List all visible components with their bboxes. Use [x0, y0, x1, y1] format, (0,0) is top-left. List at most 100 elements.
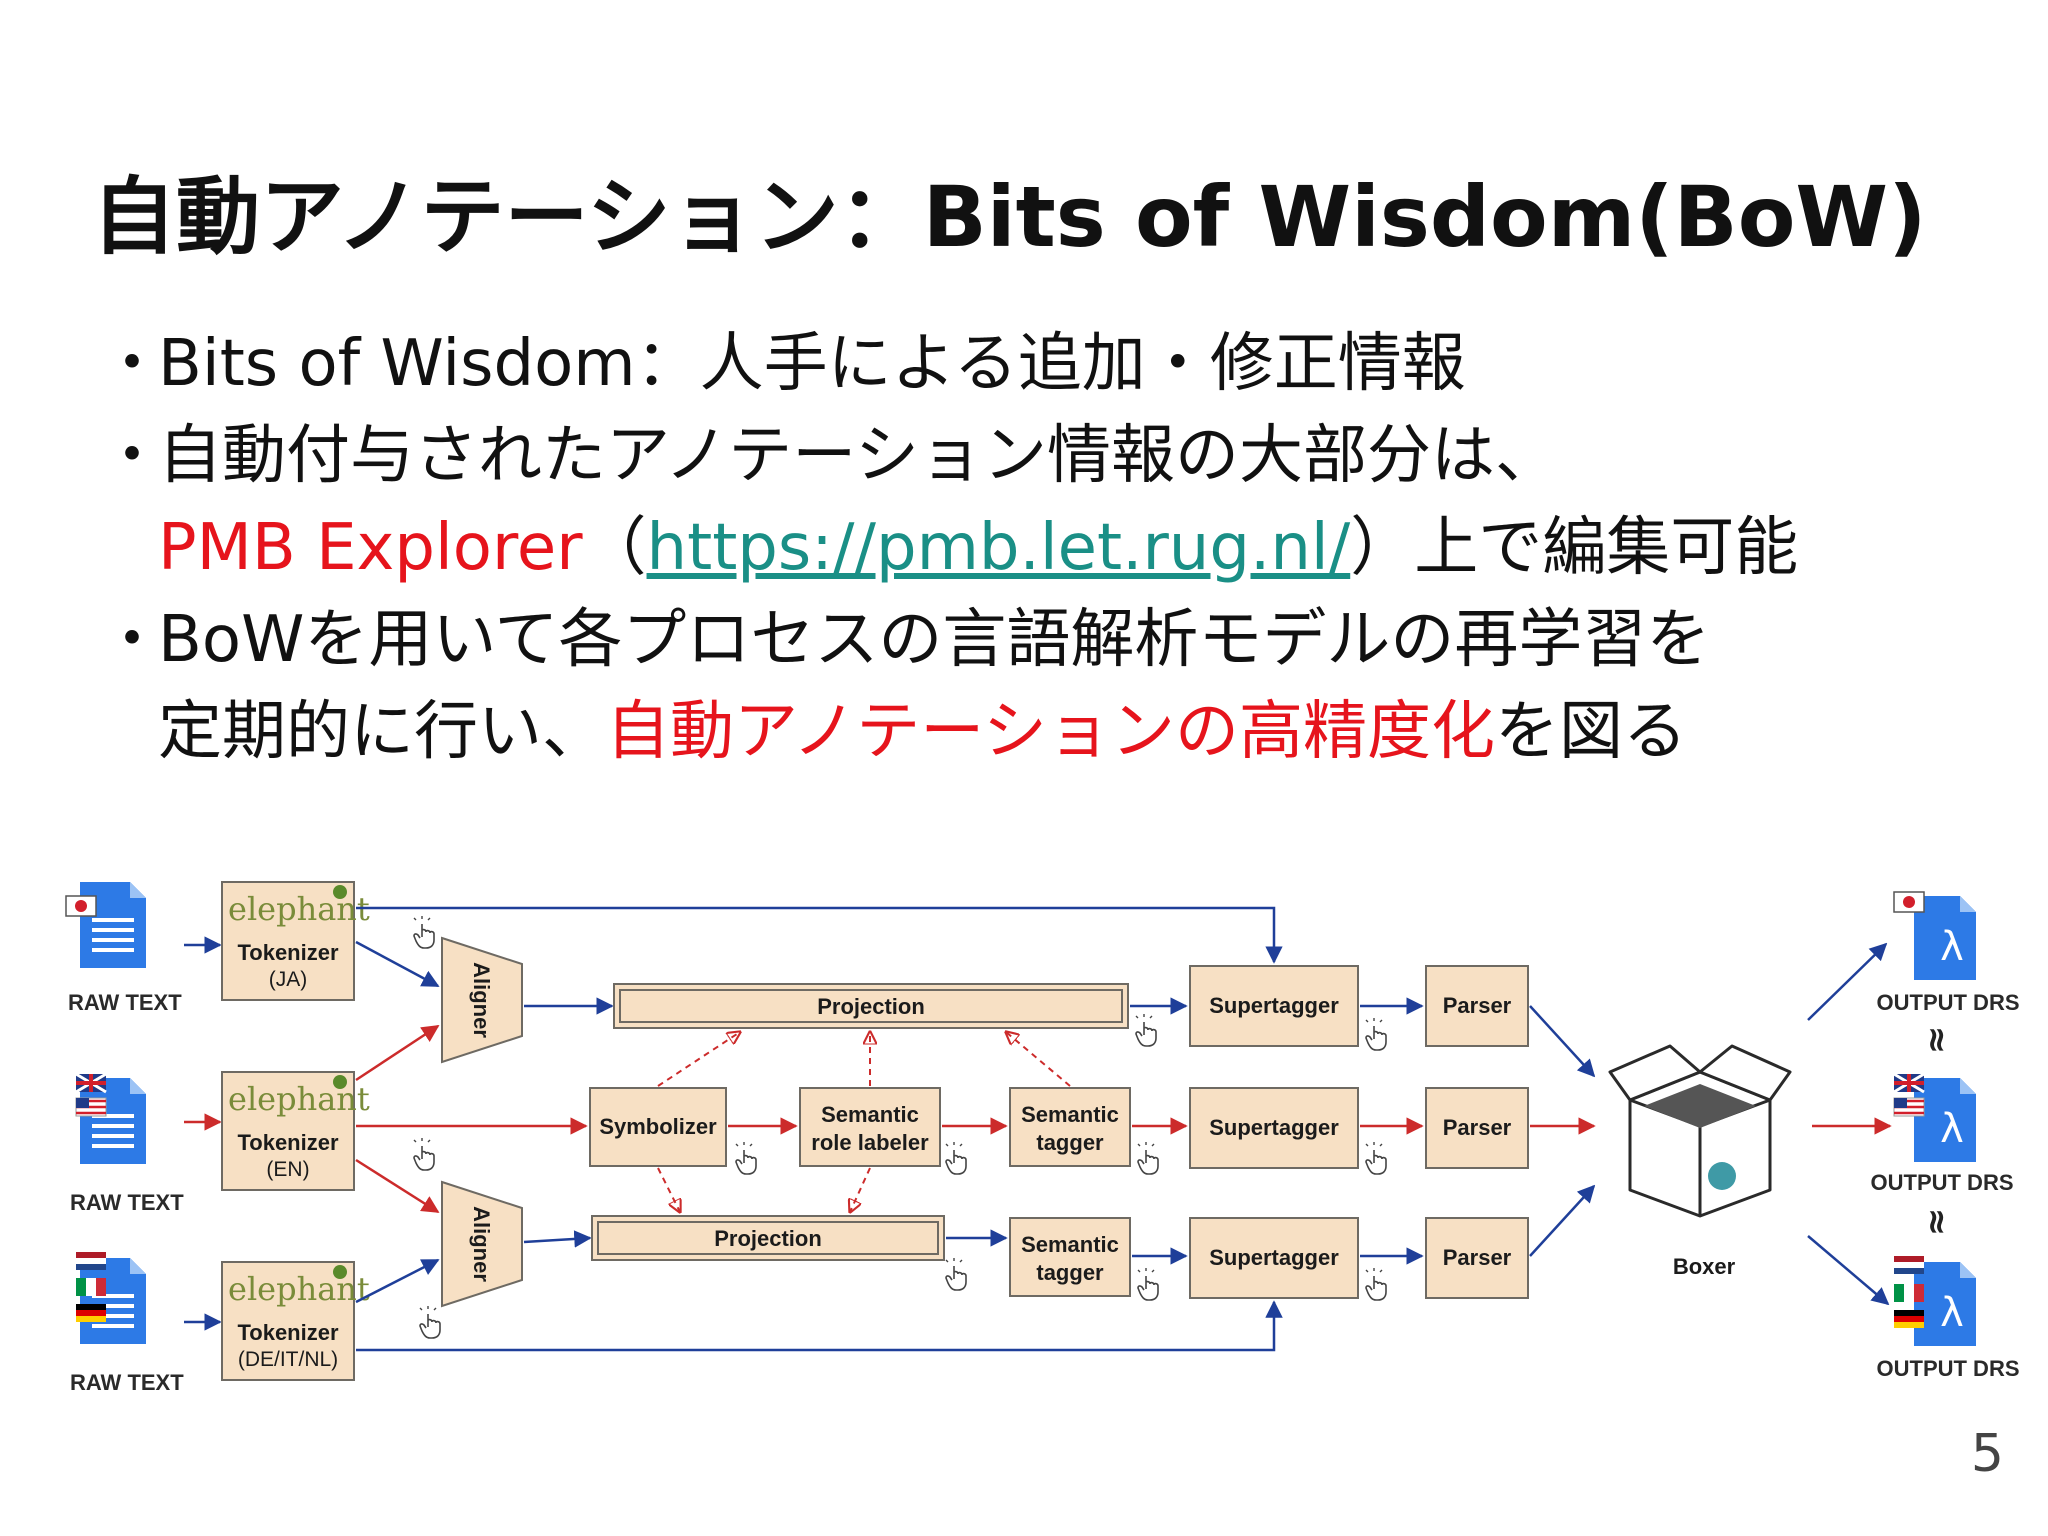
tokenizer-en: elephant Tokenizer (EN) [221, 1071, 370, 1191]
aligner-arrows [355, 940, 614, 1304]
parser-label: Parser [1443, 1115, 1512, 1140]
hand-pointer-icon [945, 1141, 967, 1175]
bullet-text: BoWを用いて各プロセスの言語解析モデルの再学習を [158, 603, 1711, 677]
projection-top: Projection [613, 983, 1129, 1029]
parser-label: Parser [1443, 1245, 1512, 1270]
semtag-label-1: Semantic [1021, 1232, 1119, 1257]
srl-label-1: Semantic [821, 1102, 919, 1127]
projection-label: Projection [714, 1226, 822, 1251]
output-drs-ja: λ OUTPUT DRS [1877, 891, 2020, 1015]
tokenizer-label: Tokenizer [237, 940, 339, 965]
semtag-label-1: Semantic [1021, 1102, 1119, 1127]
supertagger-label: Supertagger [1209, 1115, 1339, 1140]
bullet-text-post: を図る [1494, 695, 1687, 769]
semtag-label-2: tagger [1036, 1130, 1104, 1155]
projection-label: Projection [817, 994, 925, 1019]
hand-pointer-icon [1365, 1267, 1387, 1301]
document-icon [80, 882, 146, 968]
bullet-item-1: ・ Bits of Wisdom：人手による追加・修正情報 [100, 318, 1798, 410]
aligner-label: Aligner [469, 1206, 494, 1282]
symbolizer-node: Symbolizer [589, 1087, 727, 1167]
output-drs-multi: λ OUTPUT DRS [1877, 1256, 2020, 1381]
output-drs-label: OUTPUT DRS [1877, 1356, 2020, 1381]
semantic-tagger-mid-node: Semantic tagger [1009, 1087, 1131, 1167]
raw-text-doc-en: RAW TEXT [70, 1072, 184, 1215]
hand-pointer-icon [1137, 1141, 1159, 1175]
lambda-symbol: λ [1940, 924, 1964, 970]
page-number: 5 [1970, 1424, 2004, 1484]
hand-pointer-icon [1365, 1141, 1387, 1175]
highlight-text: 自動アノテーションの高精度化 [606, 695, 1495, 769]
boxer-label: Boxer [1673, 1254, 1736, 1279]
paren-open: （ [582, 511, 647, 585]
supertagger-mid: Supertagger [1189, 1087, 1359, 1169]
slide-title: 自動アノテーション：Bits of Wisdom(BoW) [92, 168, 1927, 266]
tokenizer-label: Tokenizer [237, 1320, 339, 1345]
bullet-marker: ・ [100, 603, 164, 677]
tokenizer-ja: elephant Tokenizer (JA) [221, 881, 370, 1001]
supertagger-bottom: Supertagger [1189, 1217, 1359, 1299]
open-box-icon [1608, 1044, 1792, 1218]
bullet-text-tail: ）上で編集可能 [1350, 511, 1799, 585]
pmb-explorer-text: PMB Explorer [158, 511, 583, 585]
output-drs-label: OUTPUT DRS [1871, 1170, 2014, 1195]
projection-dashed-arrows [657, 1032, 1071, 1212]
bullet-text-pre: 定期的に行い、 [158, 695, 606, 769]
output-drs-label: OUTPUT DRS [1877, 990, 2020, 1015]
parser-top: Parser [1425, 965, 1529, 1047]
flag-de-icon [1894, 1310, 1924, 1328]
raw-text-label: RAW TEXT [70, 1190, 184, 1215]
semtag-label-2: tagger [1036, 1260, 1104, 1285]
document-icon [80, 1258, 146, 1344]
hand-pointer-icon [413, 1137, 435, 1171]
pipeline-diagram: RAW TEXT RAW TEXT RAW TEXT elephant [65, 881, 2020, 1395]
elephant-leaf-icon [333, 1075, 347, 1089]
raw-text-label: RAW TEXT [70, 1370, 184, 1395]
parser-label: Parser [1443, 993, 1512, 1018]
elephant-logo-text: elephant [228, 890, 370, 928]
parser-bottom: Parser [1425, 1217, 1529, 1299]
flag-nl-icon [1894, 1256, 1924, 1274]
pmb-link[interactable]: https://pmb.let.rug.nl/ [646, 511, 1351, 585]
hand-pointer-icon [1135, 1013, 1157, 1047]
approx-symbol: ≈ [1917, 1026, 1957, 1055]
tokenizer-lang: (EN) [266, 1158, 309, 1181]
tokenizer-lang: (DE/IT/NL) [238, 1348, 338, 1371]
tokenizer-lang: (JA) [269, 968, 308, 991]
raw-text-doc-ja: RAW TEXT [65, 882, 182, 1015]
bullet-marker: ・ [100, 327, 164, 401]
bullet-item-2: ・ 自動付与されたアノテーション情報の大部分は、 PMB Explorer（ht… [100, 410, 1798, 594]
elephant-logo-text: elephant [228, 1080, 370, 1118]
semantic-tagger-bottom-node: Semantic tagger [1009, 1217, 1131, 1297]
projection-bottom: Projection [591, 1215, 945, 1261]
flag-jp-circle [75, 900, 87, 912]
lambda-symbol: λ [1940, 1290, 1964, 1336]
elephant-logo-text: elephant [228, 1270, 370, 1308]
bullet-list: ・ Bits of Wisdom：人手による追加・修正情報 ・ 自動付与されたア… [100, 318, 1798, 778]
input-arrows [184, 936, 222, 1331]
flow-arrows [356, 906, 1596, 1352]
output-arrows [1807, 942, 1892, 1306]
elephant-leaf-icon [333, 885, 347, 899]
bullet-text: 自動付与されたアノテーション情報の大部分は、 [158, 419, 1559, 493]
supertagger-label: Supertagger [1209, 993, 1339, 1018]
flag-de-icon [76, 1304, 106, 1322]
bullet-marker: ・ [100, 419, 164, 493]
flag-it-icon [1894, 1284, 1924, 1302]
raw-text-label: RAW TEXT [68, 990, 182, 1015]
hand-pointer-icon [413, 915, 435, 949]
hand-pointer-icon [1365, 1017, 1387, 1051]
flag-nl-icon [76, 1252, 106, 1270]
approx-symbol: ≈ [1917, 1208, 1957, 1237]
semantic-role-labeler-node: Semantic role labeler [799, 1087, 941, 1167]
flag-it-icon [76, 1278, 106, 1296]
aligner-label: Aligner [469, 962, 494, 1038]
aligner-top: Aligner [441, 936, 523, 1064]
aligner-bottom: Aligner [441, 1180, 523, 1308]
hand-pointer-icon [735, 1141, 757, 1175]
elephant-leaf-icon [333, 1265, 347, 1279]
boxer-node: Boxer [1608, 1044, 1792, 1279]
boxer-logo [1708, 1162, 1736, 1190]
bullet-text: Bits of Wisdom：人手による追加・修正情報 [158, 327, 1466, 401]
srl-label-2: role labeler [811, 1130, 929, 1155]
